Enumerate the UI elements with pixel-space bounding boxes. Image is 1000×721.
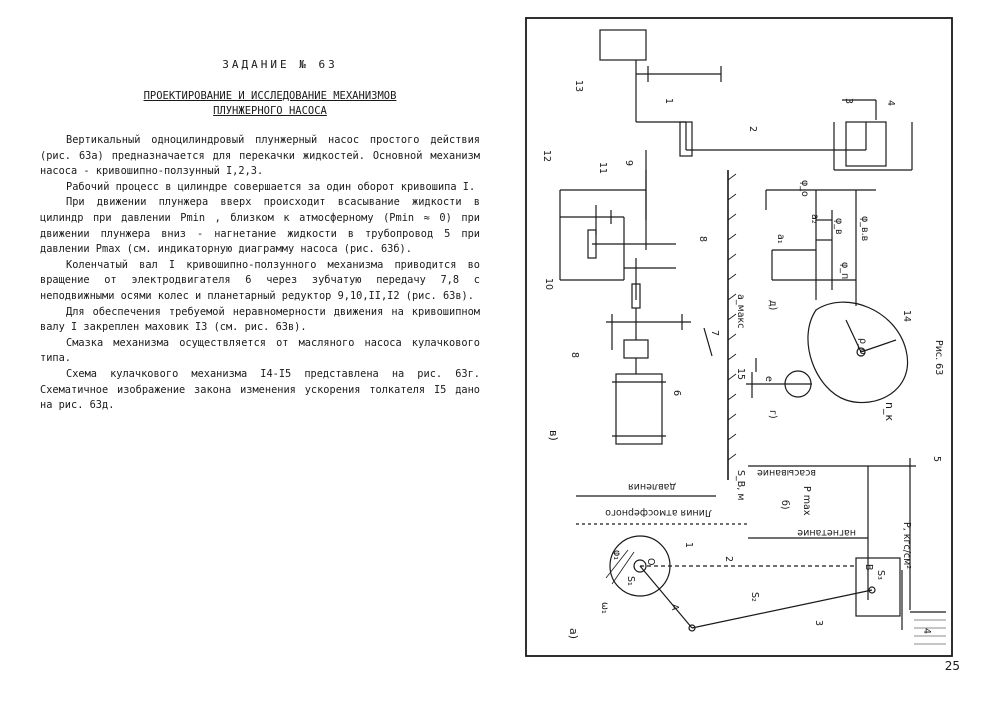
- figure-caption: Рис. 63: [933, 340, 944, 375]
- label-3-a: 3: [813, 620, 824, 626]
- label-a1: a₁: [775, 234, 786, 244]
- label-s1: S₁: [625, 576, 636, 586]
- label-a-max: a_макс: [735, 294, 746, 329]
- label-point-a: A: [669, 604, 680, 611]
- cam-mechanism: [746, 301, 909, 404]
- acceleration-diagram: [765, 189, 876, 306]
- indicator-diagram: [576, 458, 916, 610]
- slider-crank: [605, 535, 946, 645]
- label-e: e: [763, 376, 774, 382]
- paragraph-6: Смазка механизма осуществляется от масля…: [40, 336, 480, 365]
- label-fig-d: д): [767, 300, 778, 310]
- body-text: Вертикальный одноцилиндровый плунжерный …: [40, 133, 480, 414]
- label-4-a: 4: [921, 628, 932, 634]
- label-phi-vv: φ_в.в: [859, 216, 870, 242]
- label-2-a: 2: [723, 556, 734, 562]
- paragraph-2: Рабочий процесс в цилиндре совершается з…: [66, 180, 476, 193]
- label-pmax: P max: [801, 486, 812, 516]
- paragraph-1: Вертикальный одноцилиндровый плунжерный …: [40, 134, 480, 178]
- label-a2: a₂: [809, 214, 820, 224]
- paragraph-3: При движении плунжера вверх происходит в…: [40, 196, 480, 256]
- figure-frame: [525, 17, 953, 657]
- label-fig-v: в): [547, 430, 560, 441]
- label-phi-o: φ_о: [799, 180, 810, 197]
- task-heading: ПРОЕКТИРОВАНИЕ И ИССЛЕДОВАНИЕ МЕХАНИЗМОВ…: [60, 89, 480, 119]
- label-s3: S₃: [875, 570, 886, 580]
- mechanism-figure: 13 1 2 3 4 12 11 9 8 10 8 7 6 в) 15 a_ма…: [525, 17, 953, 657]
- paragraph-5: Для обеспечения требуемой неравномерност…: [40, 305, 480, 334]
- label-discharge: нагнетание: [797, 527, 856, 538]
- label-9: 9: [623, 160, 634, 166]
- label-8: 8: [697, 236, 708, 242]
- label-5: 5: [931, 456, 942, 462]
- label-8b: 8: [569, 352, 580, 358]
- label-2: 2: [747, 126, 758, 132]
- label-omega-1: ω₁: [599, 602, 610, 614]
- figure-page: 13 1 2 3 4 12 11 9 8 10 8 7 6 в) 15 a_ма…: [516, 10, 1000, 721]
- label-14: 14: [901, 310, 912, 322]
- label-atm-line: Линия атмосферного: [605, 507, 712, 518]
- task-title: ЗАДАНИЕ № 63: [222, 58, 338, 71]
- label-suction: всасывание: [757, 467, 816, 478]
- label-atm-line-2: давления: [628, 481, 676, 492]
- label-fig-b: б): [779, 500, 790, 510]
- label-n-k: n_к: [883, 402, 896, 421]
- page-number: 25: [944, 659, 960, 673]
- drive-train: [559, 29, 866, 445]
- label-phi-p: φ_п: [839, 262, 850, 279]
- label-s2: S₂: [749, 592, 760, 602]
- label-13: 13: [573, 80, 584, 92]
- label-1-a: 1: [683, 542, 694, 548]
- label-point-b: B: [863, 564, 874, 571]
- label-o: O: [645, 558, 656, 565]
- label-6: 6: [671, 390, 682, 396]
- label-phi-1: φ₁: [611, 550, 622, 560]
- flywheel-13: [599, 29, 647, 61]
- label-10: 10: [543, 278, 554, 290]
- label-phi-v: φ_в: [833, 218, 844, 235]
- label-4: 4: [885, 100, 896, 106]
- paragraph-7: Схема кулачкового механизма I4-I5 предст…: [40, 367, 480, 412]
- label-7: 7: [709, 330, 720, 336]
- label-1: 1: [663, 98, 674, 104]
- label-15: 15: [735, 368, 746, 380]
- label-sb-m: S_B, м: [735, 470, 746, 501]
- label-3: 3: [843, 98, 854, 104]
- heading-line-2: ПЛУНЖЕРНОГО НАСОСА: [213, 105, 327, 117]
- left-page: ЗАДАНИЕ № 63 ПРОЕКТИРОВАНИЕ И ИССЛЕДОВАН…: [40, 58, 480, 414]
- label-12: 12: [541, 150, 552, 162]
- paragraph-4: Коленчатый вал I кривошипно-ползунного м…: [40, 258, 480, 302]
- label-p-units: P, кгс/см²: [901, 522, 912, 569]
- heading-line-1: ПРОЕКТИРОВАНИЕ И ИССЛЕДОВАНИЕ МЕХАНИЗМОВ: [143, 90, 397, 102]
- motor-6: [615, 373, 663, 445]
- pump-cylinder: [833, 99, 913, 171]
- label-11: 11: [597, 162, 608, 174]
- label-rho: ρ_о: [857, 338, 868, 355]
- label-fig-a: а): [567, 628, 580, 639]
- label-fig-g: г): [767, 410, 778, 419]
